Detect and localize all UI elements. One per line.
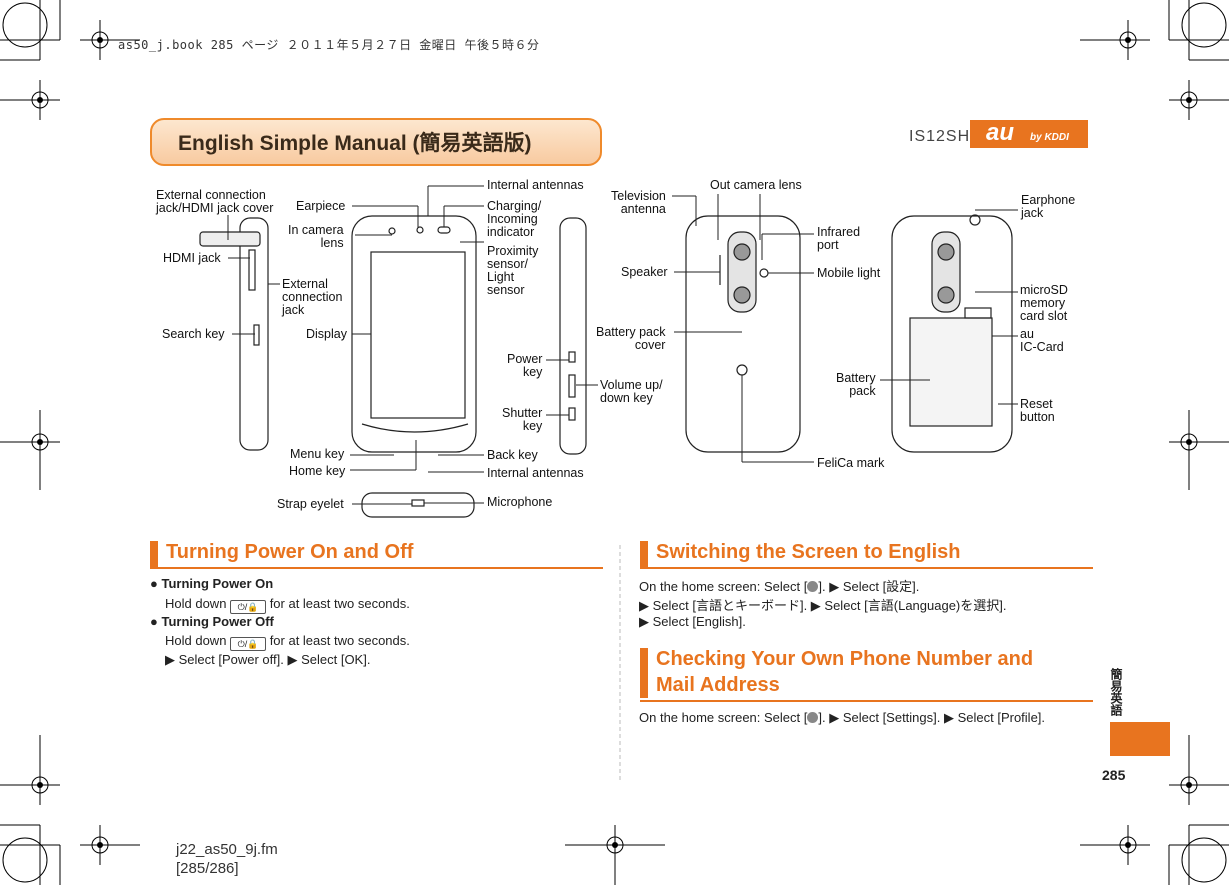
app-menu-icon xyxy=(807,712,819,723)
english-step-2: ▶ Select [言語とキーボード]. ▶ Select [言語(Langua… xyxy=(639,598,1007,613)
au-logo xyxy=(970,120,1088,148)
footer-pages: [285/286] xyxy=(176,860,239,877)
power-section-bar xyxy=(150,541,158,567)
label-speaker: Speaker xyxy=(621,265,668,279)
phone-inside xyxy=(891,215,1013,453)
number-section-rule xyxy=(640,700,1093,702)
english-section-title: Switching the Screen to English xyxy=(656,541,961,563)
battery xyxy=(909,317,993,427)
english-step-1: On the home screen: Select []. ▶ Select … xyxy=(639,579,920,594)
footer: j22_as50_9j.fm [285/286] xyxy=(176,840,278,878)
label-mobile-light: Mobile light xyxy=(817,266,881,280)
side-tab-label: 簡易英語 xyxy=(1109,668,1123,716)
phone-bottom xyxy=(361,492,475,518)
number-section-title-2: Mail Address xyxy=(656,674,780,696)
english-step-3: ▶ Select [English]. xyxy=(639,614,746,629)
power-section-rule xyxy=(150,567,603,569)
phone-side-right xyxy=(559,217,587,455)
power-section-title: Turning Power On and Off xyxy=(166,541,414,563)
file-meta-header: as50_j.book 285 ページ ２０１１年５月２７日 金曜日 午後５時６… xyxy=(118,38,540,52)
label-out-camera: Out camera lens xyxy=(710,178,802,192)
label-home-key: Home key xyxy=(289,464,346,478)
number-section-title-1: Checking Your Own Phone Number and xyxy=(656,648,1034,670)
phone-display xyxy=(370,251,466,419)
au-logo-text: au xyxy=(986,119,1015,146)
label-internal-antennas-top: Internal antennas xyxy=(487,178,584,192)
side-tab xyxy=(1110,722,1170,756)
app-menu-icon xyxy=(807,581,819,592)
number-step-1: On the home screen: Select []. ▶ Select … xyxy=(639,710,1046,725)
phone-back xyxy=(685,215,801,453)
label-display: Display xyxy=(306,327,347,341)
label-volume-key: Volume up/down key xyxy=(600,378,663,405)
connector-cover xyxy=(199,231,261,247)
au-logo-subtext: by KDDI xyxy=(1030,132,1069,143)
label-back-key: Back key xyxy=(487,448,538,462)
power-key-icon: ⏻/🔒 xyxy=(230,637,267,651)
label-search-key: Search key xyxy=(162,327,225,341)
footer-file: j22_as50_9j.fm xyxy=(176,841,278,858)
model-name: IS12SH xyxy=(909,128,971,145)
label-menu-key: Menu key xyxy=(290,447,345,461)
power-key-icon: ⏻/🔒 xyxy=(230,600,267,614)
label-internal-antennas-bottom: Internal antennas xyxy=(487,466,584,480)
manual-title: English Simple Manual (簡易英語版) xyxy=(178,132,532,155)
label-earpiece: Earpiece xyxy=(296,199,346,213)
power-off-heading: ● Turning Power Off xyxy=(150,614,274,629)
power-on-heading: ● Turning Power On xyxy=(150,576,274,591)
power-off-instruction: Hold down ⏻/🔒 for at least two seconds. xyxy=(165,633,410,651)
manual-title-box xyxy=(150,118,602,166)
power-off-steps: ▶ Select [Power off]. ▶ Select [OK]. xyxy=(165,652,371,667)
label-felica-mark: FeliCa mark xyxy=(817,456,885,470)
english-section-rule xyxy=(640,567,1093,569)
english-section-bar xyxy=(640,541,648,567)
page-number: 285 xyxy=(1102,767,1126,783)
label-hdmi-jack: HDMI jack xyxy=(163,251,221,265)
number-section-bar xyxy=(640,648,648,698)
label-microphone: Microphone xyxy=(487,495,553,509)
power-on-instruction: Hold down ⏻/🔒 for at least two seconds. xyxy=(165,596,410,614)
label-strap-eyelet: Strap eyelet xyxy=(277,497,344,511)
